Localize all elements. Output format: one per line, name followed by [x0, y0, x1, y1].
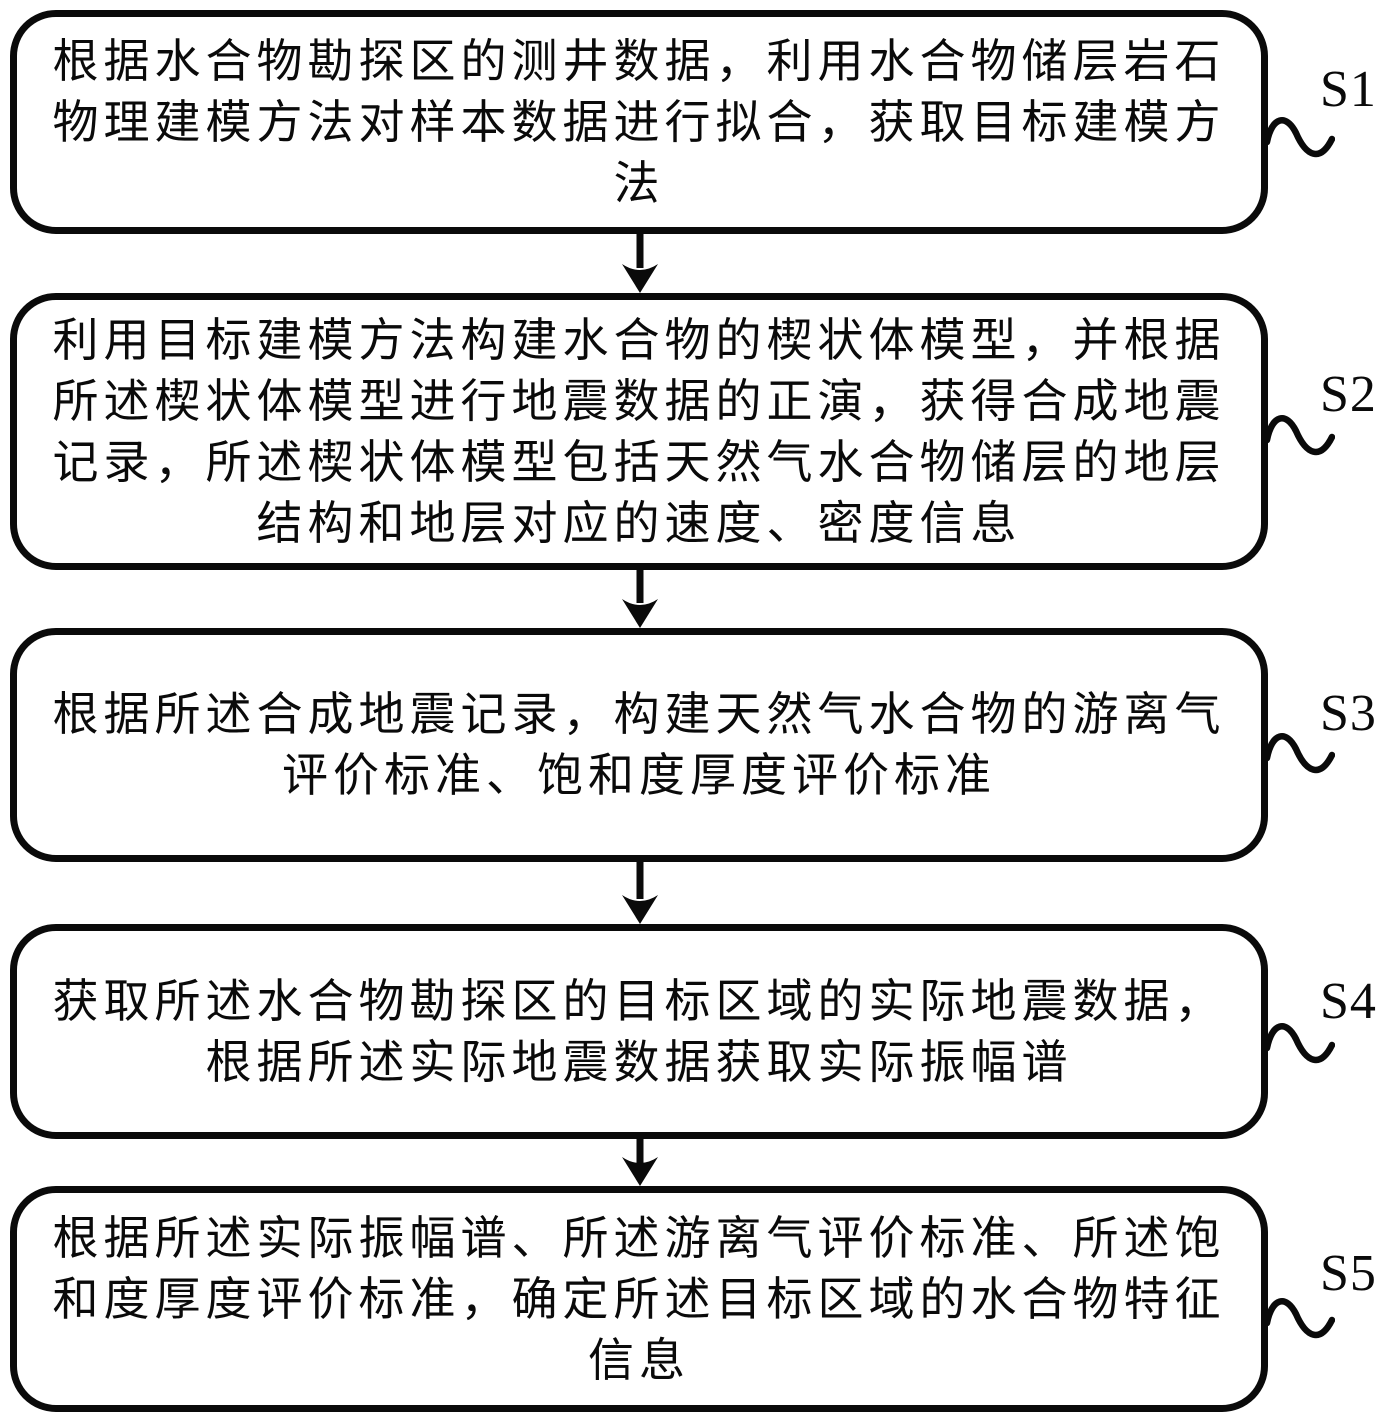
flow-step-s4: 获取所述水合物勘探区的目标区域的实际地震数据， 根据所述实际地震数据获取实际振幅…	[10, 924, 1268, 1139]
down-arrow-icon	[622, 570, 658, 628]
step-text-line: 所述楔状体模型进行地震数据的正演，获得合成地震	[52, 375, 1226, 427]
step-text-line: 根据所述合成地震记录，构建天然气水合物的游离气	[52, 689, 1226, 740]
step-squiggle-icon	[1263, 728, 1335, 784]
down-arrow-connector-3	[617, 862, 663, 924]
step-text-line: 获取所述水合物勘探区的目标区域的实际地震数据，	[52, 975, 1226, 1027]
step-label-s2: S2	[1320, 366, 1377, 423]
down-arrow-icon	[622, 862, 658, 924]
down-arrow-icon	[622, 1139, 658, 1186]
flow-step-s3: 根据所述合成地震记录，构建天然气水合物的游离气 评价标准、饱和度厚度评价标准	[10, 628, 1268, 862]
step-text-line: 记录，所述楔状体模型包括天然气水合物储层的地层	[52, 436, 1226, 488]
down-arrow-connector-2	[617, 570, 663, 628]
step-label-s1: S1	[1320, 61, 1377, 118]
step-text-line: 结构和地层对应的速度、密度信息	[256, 497, 1022, 549]
step-text-line: 根据水合物勘探区的测井数据，利用水合物储层岩石	[52, 35, 1226, 87]
step-text-line: 评价标准、饱和度厚度评价标准	[282, 750, 996, 801]
step-squiggle-icon	[1263, 112, 1335, 168]
step-text-line: 法	[613, 157, 665, 209]
step-squiggle-icon	[1263, 410, 1335, 466]
step-text-line: 根据所述实际地震数据获取实际振幅谱	[205, 1036, 1073, 1088]
flow-step-s2: 利用目标建模方法构建水合物的楔状体模型，并根据 所述楔状体模型进行地震数据的正演…	[10, 293, 1268, 570]
step-text-line: 利用目标建模方法构建水合物的楔状体模型，并根据	[52, 314, 1226, 366]
step-text-line: 物理建模方法对样本数据进行拟合，获取目标建模方	[52, 96, 1226, 148]
step-squiggle-icon	[1263, 1293, 1335, 1349]
down-arrow-icon	[622, 234, 658, 293]
down-arrow-connector-4	[617, 1139, 663, 1186]
flow-step-s5: 根据所述实际振幅谱、所述游离气评价标准、所述饱 和度厚度评价标准，确定所述目标区…	[10, 1186, 1268, 1412]
step-text-line: 信息	[588, 1334, 690, 1386]
step-text-line: 和度厚度评价标准，确定所述目标区域的水合物特征	[52, 1273, 1226, 1325]
step-text-line: 根据所述实际振幅谱、所述游离气评价标准、所述饱	[52, 1212, 1226, 1264]
step-label-s5: S5	[1320, 1245, 1377, 1302]
flow-step-s1: 根据水合物勘探区的测井数据，利用水合物储层岩石 物理建模方法对样本数据进行拟合，…	[10, 10, 1268, 234]
step-label-s3: S3	[1320, 685, 1377, 742]
step-squiggle-icon	[1263, 1018, 1335, 1074]
step-label-s4: S4	[1320, 973, 1377, 1030]
down-arrow-connector-1	[617, 234, 663, 293]
